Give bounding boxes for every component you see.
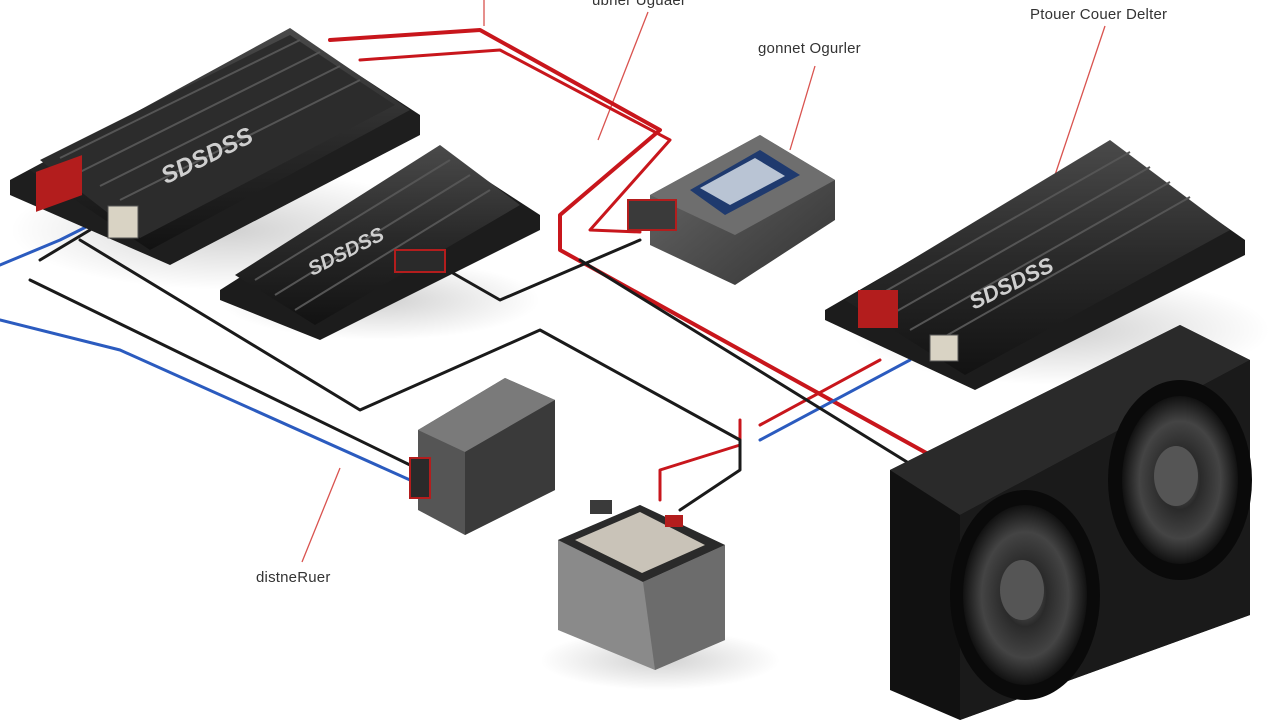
battery [558, 500, 725, 670]
ground-wire [38, 228, 92, 262]
woofer-cone-1 [950, 490, 1100, 700]
amplifier-3: SDSDSS [825, 140, 1245, 390]
callout-label-left: distneRuer [256, 569, 331, 586]
distributor-box [409, 378, 555, 535]
callout-line-left [301, 467, 341, 563]
callout-line-right [1054, 25, 1106, 176]
amplifier-2: SDSDSS [220, 145, 540, 340]
signal-wire-3 [758, 358, 912, 442]
callout-label-top: ubner Uguaer [592, 0, 687, 9]
power-wire-3 [758, 358, 882, 427]
ground-wire-2 [28, 278, 412, 467]
signal-wire-2 [0, 318, 412, 482]
amplifier-1: SDSDSS [10, 28, 420, 265]
callout-label-middle: gonnet Ogurler [758, 40, 861, 57]
power-wire-battery [658, 418, 742, 502]
distribution-block [627, 135, 835, 285]
callout-line-mid [789, 65, 816, 151]
callout-lines [301, 0, 1106, 563]
callout-label-right: Ptouer Couer Delter [1030, 6, 1168, 23]
ground-wire-4 [428, 238, 642, 302]
subwoofer [890, 325, 1252, 720]
power-wire-2 [358, 48, 672, 234]
wires [0, 28, 932, 512]
woofer-cone-2 [1108, 380, 1252, 580]
callout-line-top [597, 11, 649, 141]
ground-wire-3 [78, 238, 742, 512]
ground-wire-5 [578, 258, 922, 472]
